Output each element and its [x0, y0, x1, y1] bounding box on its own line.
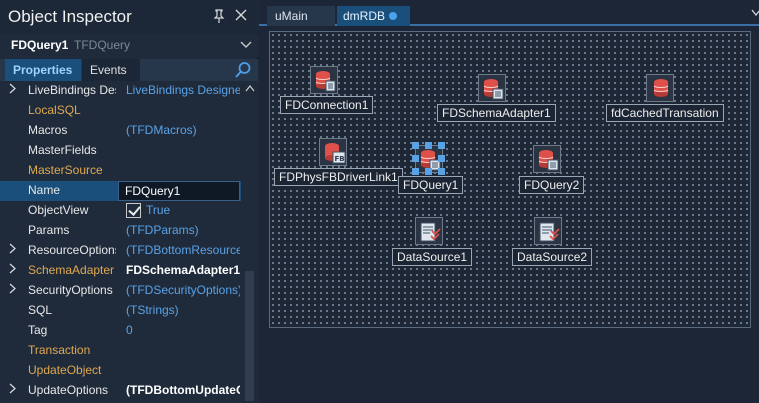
- scrollbar-thumb[interactable]: [245, 271, 254, 401]
- database-connection-icon[interactable]: [310, 66, 338, 94]
- search-icon[interactable]: [234, 61, 252, 79]
- tab-label: uMain: [275, 9, 308, 23]
- chevron-down-icon[interactable]: [240, 37, 252, 52]
- selected-object-type: TFDQuery: [74, 38, 131, 52]
- chevron-right-icon[interactable]: [9, 263, 16, 277]
- tab-properties[interactable]: Properties: [5, 59, 81, 81]
- property-row[interactable]: UpdateObject: [0, 361, 258, 381]
- property-value[interactable]: (TStrings): [126, 303, 179, 317]
- property-value[interactable]: (TFDBottomUpdateOptions): [126, 383, 240, 397]
- property-name: MasterSource: [28, 163, 103, 177]
- property-name: SchemaAdapter: [28, 263, 115, 277]
- property-row[interactable]: MasterSource: [0, 161, 258, 181]
- property-name: LocalSQL: [28, 103, 81, 117]
- property-value[interactable]: LiveBindings Designer: [126, 83, 240, 97]
- component-label-fdcachedtransation[interactable]: fdCachedTransation: [606, 104, 724, 122]
- property-name: UpdateOptions: [28, 383, 109, 397]
- close-icon[interactable]: [235, 8, 249, 22]
- property-name: MasterFields: [28, 143, 97, 157]
- property-name: Tag: [28, 323, 48, 337]
- selection-handle[interactable]: [438, 142, 445, 149]
- object-selector-combo[interactable]: FDQuery1 TFDQuery: [0, 35, 258, 57]
- property-row[interactable]: ResourceOptions (TFDBottomResourceOptions…: [0, 241, 258, 261]
- chevron-right-icon[interactable]: [9, 83, 16, 97]
- object-inspector-panel: Object Inspector FDQuery1 TFDQuery Prope…: [0, 0, 258, 403]
- property-name: ObjectView: [28, 203, 89, 217]
- query-icon[interactable]: [533, 145, 561, 173]
- selection-handle[interactable]: [412, 168, 419, 175]
- data-module-canvas[interactable]: FDConnection1 FDSchemaAdapter1 fdCachedT…: [269, 31, 751, 328]
- property-value: True: [146, 203, 171, 217]
- property-row[interactable]: Name: [0, 181, 258, 201]
- selection-handle[interactable]: [412, 155, 419, 162]
- selection-handle[interactable]: [438, 168, 445, 175]
- property-grid: LiveBindings Designer LiveBindings Design…: [0, 81, 258, 403]
- property-name: SecurityOptions: [28, 283, 113, 297]
- schema-adapter-icon[interactable]: [478, 74, 506, 102]
- tab-events[interactable]: Events: [82, 59, 140, 81]
- property-value[interactable]: (TFDParams): [126, 223, 199, 237]
- inspector-tabs: Properties Events: [0, 59, 258, 81]
- component-label-fdquery2[interactable]: FDQuery2: [519, 176, 585, 194]
- datasource-icon[interactable]: [534, 217, 562, 245]
- property-name: Transaction: [28, 343, 91, 357]
- property-name: LiveBindings Designer: [28, 83, 116, 97]
- property-value[interactable]: (TFDBottomResourceOptions): [126, 243, 240, 257]
- chevron-right-icon[interactable]: [9, 383, 16, 397]
- chevron-right-icon[interactable]: [9, 283, 16, 297]
- property-row[interactable]: MasterFields: [0, 141, 258, 161]
- property-value[interactable]: FDSchemaAdapter1: [126, 263, 240, 277]
- property-checkbox[interactable]: [126, 203, 141, 218]
- component-label-fdschemaadapter1[interactable]: FDSchemaAdapter1: [437, 104, 556, 122]
- selection-handle[interactable]: [412, 142, 419, 149]
- property-name: Macros: [28, 123, 68, 137]
- property-row[interactable]: Transaction: [0, 341, 258, 361]
- datasource-icon[interactable]: [415, 217, 443, 245]
- property-name: UpdateObject: [28, 363, 102, 377]
- chevron-up-icon[interactable]: [245, 84, 255, 95]
- property-row[interactable]: Params (TFDParams): [0, 221, 258, 241]
- property-row[interactable]: SchemaAdapter FDSchemaAdapter1: [0, 261, 258, 281]
- tab-label: dmRDB: [343, 9, 386, 23]
- property-grid-scrollbar[interactable]: [241, 81, 258, 403]
- property-row[interactable]: ObjectView True: [0, 201, 258, 221]
- property-row[interactable]: UpdateOptions (TFDBottomUpdateOptions): [0, 381, 258, 401]
- component-label-fdquery1[interactable]: FDQuery1: [398, 176, 464, 194]
- property-name: Name: [28, 183, 61, 197]
- property-value[interactable]: (TFDMacros): [126, 123, 197, 137]
- selection-handle[interactable]: [425, 168, 432, 175]
- property-name: Params: [28, 223, 70, 237]
- editor-tab-bar: uMain dmRDB: [259, 6, 759, 26]
- inspector-title-bar: Object Inspector: [0, 0, 258, 34]
- selected-object-name: FDQuery1: [11, 38, 69, 52]
- component-label-datasource1[interactable]: DataSource1: [392, 248, 473, 266]
- property-row[interactable]: SQL (TStrings): [0, 301, 258, 321]
- component-label-datasource2[interactable]: DataSource2: [512, 248, 593, 266]
- fb-driver-link-icon[interactable]: FB: [319, 138, 347, 166]
- inspector-title: Object Inspector: [8, 7, 132, 26]
- form-designer: uMain dmRDB FDConnection1 FDSchemaAdapte…: [259, 0, 759, 403]
- property-value[interactable]: 0: [126, 323, 133, 337]
- property-name: SQL: [28, 303, 53, 317]
- selection-handle[interactable]: [425, 142, 432, 149]
- tab-dmrdb[interactable]: dmRDB: [337, 6, 410, 26]
- property-name: ResourceOptions: [28, 243, 116, 257]
- component-label-fdconnection1[interactable]: FDConnection1: [280, 96, 374, 114]
- tab-umain[interactable]: uMain: [267, 6, 335, 26]
- component-label-fdphysfbdriverlink1[interactable]: FDPhysFBDriverLink1: [274, 168, 403, 186]
- chevron-right-icon[interactable]: [9, 243, 16, 257]
- property-value-editor[interactable]: [118, 181, 240, 201]
- modified-dot-icon: [389, 12, 397, 20]
- svg-text:FB: FB: [335, 155, 345, 163]
- property-row[interactable]: Macros (TFDMacros): [0, 121, 258, 141]
- chevron-down-icon[interactable]: [751, 7, 759, 19]
- pin-icon[interactable]: [213, 9, 227, 23]
- property-row[interactable]: Tag 0: [0, 321, 258, 341]
- selection-handle[interactable]: [438, 155, 445, 162]
- property-row[interactable]: LiveBindings Designer LiveBindings Design…: [0, 81, 258, 101]
- property-value[interactable]: (TFDSecurityOptions): [126, 283, 240, 297]
- property-row[interactable]: SecurityOptions (TFDSecurityOptions): [0, 281, 258, 301]
- transaction-icon[interactable]: [646, 74, 674, 102]
- property-row[interactable]: LocalSQL: [0, 101, 258, 121]
